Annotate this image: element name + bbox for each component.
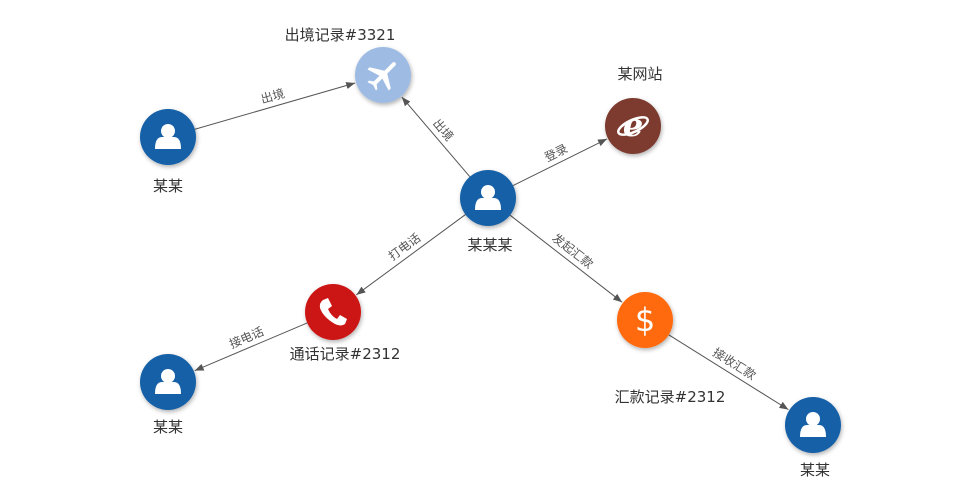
node-phone[interactable]: 通话记录#2312 <box>290 284 401 363</box>
node-label: 某某 <box>800 461 830 479</box>
node-p2[interactable]: 某某 <box>140 354 196 436</box>
edge-label: 出境 <box>430 116 457 144</box>
edge-line <box>356 214 466 296</box>
node-money[interactable]: $ 汇款记录#2312 <box>615 292 726 406</box>
edge-label: 登录 <box>542 141 570 165</box>
edge-label: 出境 <box>259 85 286 106</box>
node-circle <box>617 292 673 348</box>
node-center[interactable]: 某某某 <box>460 170 516 254</box>
node-label: 某某 <box>153 177 183 195</box>
edge-label: 接电话 <box>227 323 266 351</box>
internet-explorer-icon: e <box>617 106 649 144</box>
phone-icon <box>319 298 347 326</box>
edge-line <box>401 96 471 178</box>
person-icon <box>155 369 181 394</box>
node-plane[interactable]: 出境记录#3321 <box>285 26 411 103</box>
svg-text:$: $ <box>635 301 655 339</box>
node-label: 某某某 <box>467 236 512 254</box>
node-label: 出境记录#3321 <box>285 26 396 44</box>
node-p1[interactable]: 某某 <box>140 109 196 195</box>
edge-line <box>194 82 356 130</box>
node-label: 某某 <box>153 418 183 436</box>
person-icon <box>800 412 826 437</box>
edge-label: 打电话 <box>386 231 423 264</box>
person-icon <box>155 124 181 149</box>
node-circle <box>605 98 661 154</box>
node-p3[interactable]: 某某 <box>785 397 841 479</box>
node-label: 汇款记录#2312 <box>615 388 726 406</box>
node-circle <box>305 284 361 340</box>
dollar-icon: $ <box>635 301 655 339</box>
edge-p1-plane[interactable]: 出境 <box>194 82 356 130</box>
edge-center-web[interactable]: 登录 <box>512 138 608 186</box>
edge-center-money[interactable]: 发起汇款 <box>509 214 623 303</box>
airplane-icon <box>367 62 396 91</box>
node-web[interactable]: e 某网站 <box>605 65 663 154</box>
edge-line <box>194 322 308 372</box>
svg-text:e: e <box>623 106 643 144</box>
edge-center-phone[interactable]: 打电话 <box>356 214 466 296</box>
node-label: 某网站 <box>617 65 662 83</box>
node-label: 通话记录#2312 <box>290 345 401 363</box>
person-icon <box>475 185 501 210</box>
edge-line <box>668 334 789 411</box>
edge-label: 接收汇款 <box>710 345 759 383</box>
edge-line <box>509 214 623 303</box>
edge-line <box>512 138 608 186</box>
edge-center-plane[interactable]: 出境 <box>401 96 471 178</box>
